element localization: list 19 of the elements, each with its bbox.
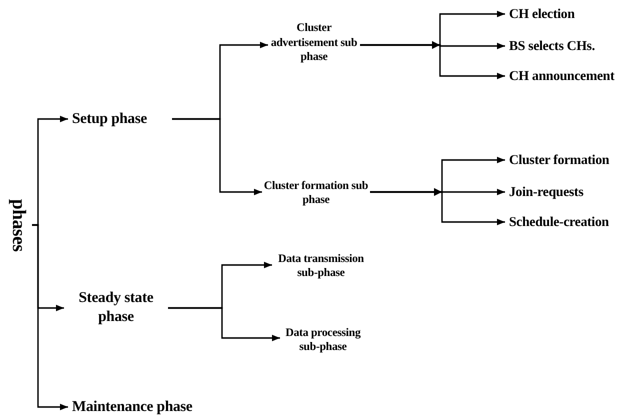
phase-label: Maintenance phase [72, 398, 192, 416]
phase-label: Data processing sub-phase [284, 326, 362, 354]
phase-label: BS selects CHs. [509, 38, 595, 54]
phase-label: Setup phase [72, 110, 147, 128]
vertical-heading: phases [6, 198, 30, 252]
arrow [32, 224, 68, 410]
phase-label: CH election [509, 6, 575, 22]
phase-label: Join-requests [509, 184, 584, 200]
phase-label: Steady state phase [78, 289, 154, 327]
phase-label: Cluster advertisement sub phase [270, 21, 358, 65]
arrow [168, 307, 280, 342]
arrow [172, 118, 262, 196]
phase-label: Cluster formation [509, 152, 610, 168]
phase-label: Schedule-creation [509, 214, 609, 230]
arrow [370, 191, 505, 226]
phase-label: Data transmission sub-phase [277, 252, 365, 280]
arrow [360, 44, 505, 80]
phase-label: CH announcement [509, 68, 614, 84]
phase-label: Cluster formation sub phase [262, 178, 370, 208]
